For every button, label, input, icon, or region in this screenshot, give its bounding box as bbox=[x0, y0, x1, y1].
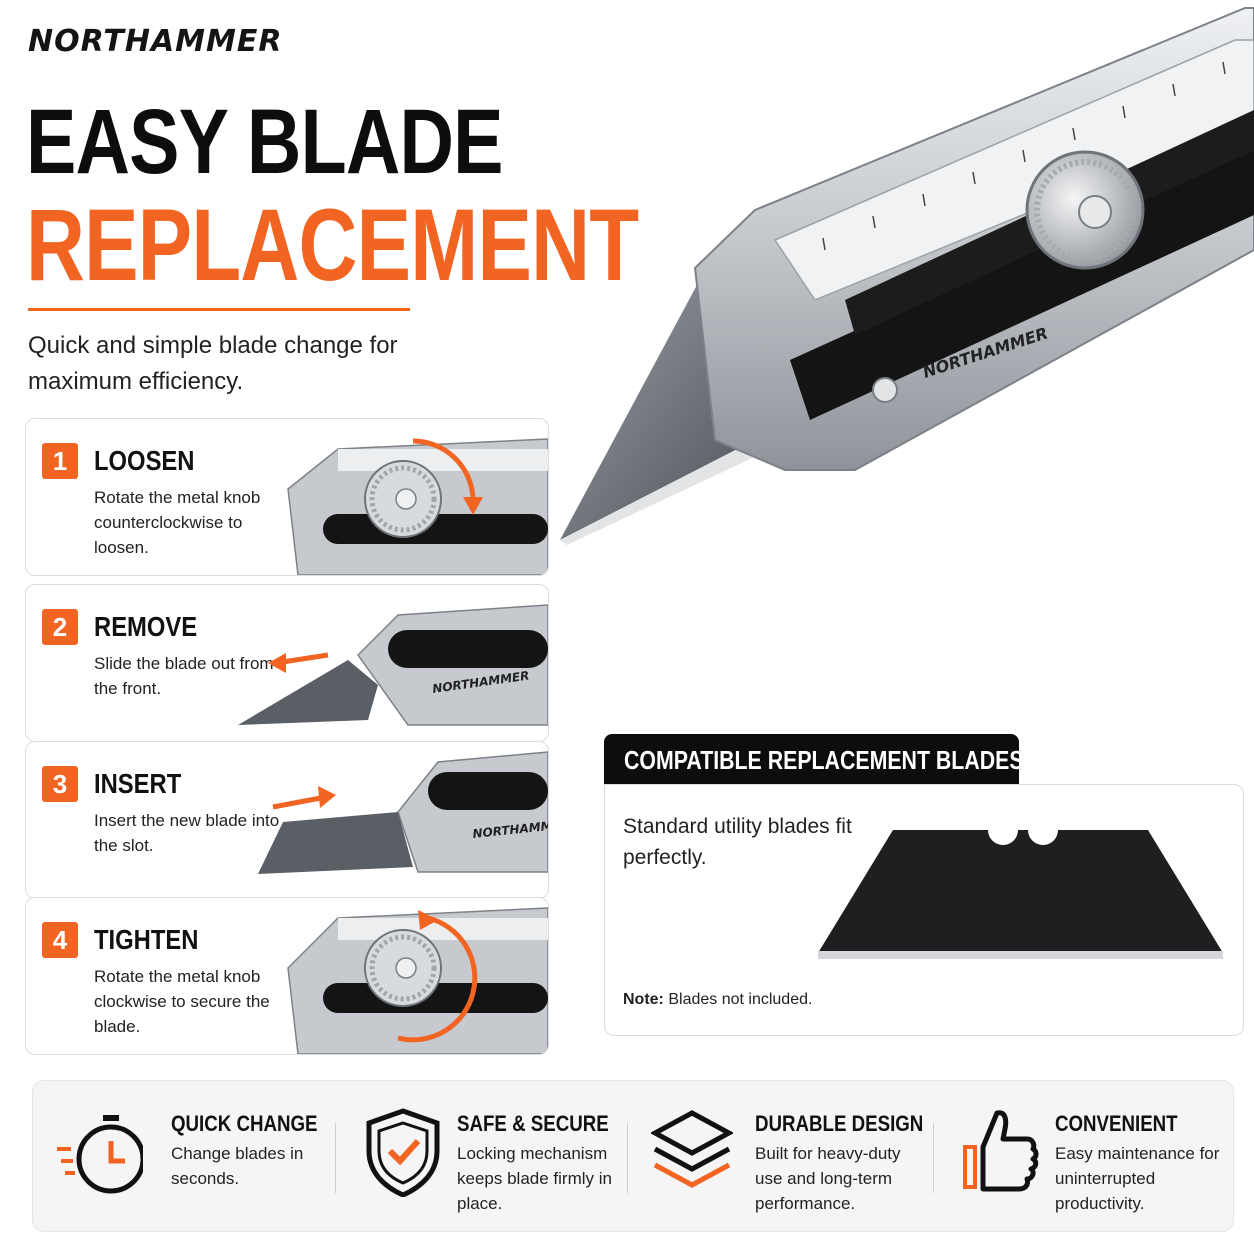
step-number: 4 bbox=[42, 922, 78, 958]
step-description: Rotate the metal knob clockwise to secur… bbox=[94, 967, 270, 1036]
headline-underline bbox=[28, 308, 410, 311]
step-number: 3 bbox=[42, 766, 78, 802]
step-title: TIGHTEN bbox=[94, 924, 199, 955]
feature-description: Easy maintenance for uninterrupted produ… bbox=[1055, 1144, 1220, 1213]
feature-divider bbox=[335, 1123, 336, 1193]
step-title: LOOSEN bbox=[94, 445, 195, 476]
feature-title: CONVENIENT bbox=[1055, 1111, 1178, 1136]
step-description: Insert the new blade into the slot. bbox=[94, 811, 280, 855]
intro-text: Quick and simple blade change for maximu… bbox=[28, 332, 398, 395]
compatible-panel: Standard utility blades fit perfectly. N… bbox=[604, 784, 1244, 1036]
right-arrow-icon bbox=[272, 794, 327, 810]
feature-description: Change blades in seconds. bbox=[171, 1144, 304, 1188]
tighten-illustration bbox=[287, 907, 548, 1054]
hero-knife-body bbox=[693, 7, 1254, 471]
step-title: REMOVE bbox=[94, 611, 198, 642]
feature-description: Locking mechanism keeps blade firmly in … bbox=[457, 1144, 612, 1213]
feature-title: DURABLE DESIGN bbox=[755, 1111, 924, 1136]
ccw-arrow-icon bbox=[412, 438, 476, 500]
step-card-4: 4 TIGHTEN Rotate the metal knob clockwis… bbox=[25, 897, 549, 1055]
step-title: INSERT bbox=[94, 768, 182, 799]
insert-illustration: NORTHAMMER bbox=[258, 751, 548, 874]
feature-quick-change: QUICK CHANGE Change blades in seconds. bbox=[53, 1081, 333, 1233]
feature-description: Built for heavy-duty use and long-term p… bbox=[755, 1144, 901, 1213]
hero-knob bbox=[1025, 150, 1145, 270]
step-description: Rotate the metal knob counterclockwise t… bbox=[94, 488, 261, 557]
stopwatch-icon bbox=[57, 1115, 143, 1194]
headline-line-2: REPLACEMENT bbox=[26, 188, 639, 302]
compatible-heading: COMPATIBLE REPLACEMENT BLADES bbox=[604, 734, 1024, 786]
brand-logo: NORTHAMMER bbox=[28, 24, 283, 59]
feature-durable-design: DURABLE DESIGN Built for heavy-duty use … bbox=[651, 1081, 941, 1233]
shield-check-icon bbox=[366, 1108, 440, 1197]
step-card-3: 3 INSERT Insert the new blade into the s… bbox=[25, 741, 549, 899]
step-number: 1 bbox=[42, 443, 78, 479]
feature-convenient: CONVENIENT Easy maintenance for uninterr… bbox=[961, 1081, 1231, 1233]
replacement-blade-illustration bbox=[818, 830, 1223, 959]
headline-line-1: EASY BLADE bbox=[26, 91, 503, 193]
step-card-2: 2 REMOVE Slide the blade out from the fr… bbox=[25, 584, 549, 742]
feature-safe-secure: SAFE & SECURE Locking mechanism keeps bl… bbox=[363, 1081, 643, 1233]
step-card-1: 1 LOOSEN Rotate the metal knob countercl… bbox=[25, 418, 549, 576]
features-bar: QUICK CHANGE Change blades in seconds. S… bbox=[32, 1080, 1234, 1232]
headline: EASY BLADE REPLACEMENT bbox=[26, 96, 791, 296]
layers-icon bbox=[651, 1110, 733, 1188]
thumbs-up-icon bbox=[963, 1110, 1039, 1192]
feature-title: QUICK CHANGE bbox=[171, 1111, 318, 1136]
feature-divider bbox=[933, 1123, 934, 1193]
loosen-illustration bbox=[287, 438, 548, 575]
remove-illustration: NORTHAMMER bbox=[238, 604, 548, 726]
compatible-note: Note: Blades not included. bbox=[623, 991, 813, 1008]
feature-title: SAFE & SECURE bbox=[457, 1111, 609, 1136]
cw-arrow-icon bbox=[397, 915, 478, 1043]
compatible-text: Standard utility blades fit perfectly. bbox=[623, 815, 852, 869]
feature-divider bbox=[627, 1123, 628, 1193]
hero-screw bbox=[872, 377, 898, 403]
hero-ruler-ticks bbox=[822, 61, 1226, 251]
hero-knife-illustration: NORTHAMMER bbox=[560, 7, 1254, 545]
step-number: 2 bbox=[42, 609, 78, 645]
step-description: Slide the blade out from the front. bbox=[94, 654, 274, 698]
